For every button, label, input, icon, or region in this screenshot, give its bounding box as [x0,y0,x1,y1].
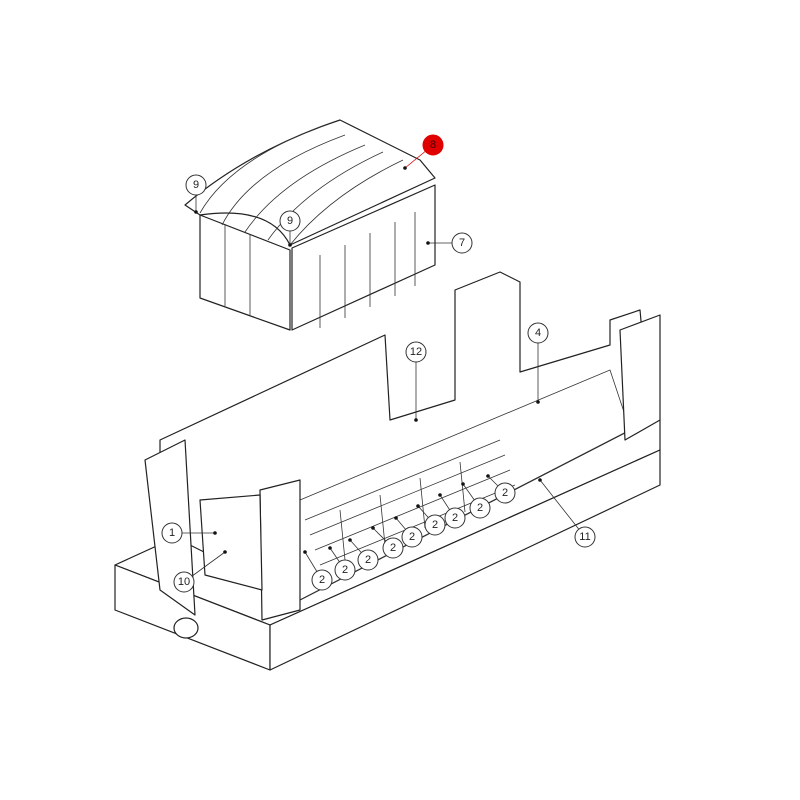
leader-dot [194,210,198,214]
callout-label: 2 [452,512,458,524]
callout-part-2[interactable]: 2 [469,497,491,519]
callout-label: 2 [502,487,508,499]
leader-dot [414,418,418,422]
leader-dot [213,531,217,535]
callout-label: 2 [390,542,396,554]
callout-part-2[interactable]: 2 [382,537,404,559]
leader-dot [536,400,540,404]
leader-dot [403,166,407,170]
leader-dot [328,546,332,550]
callout-part-2[interactable]: 2 [311,569,333,591]
callout-part-2[interactable]: 2 [494,482,516,504]
leader-dot [303,550,307,554]
callout-label: 7 [459,237,465,249]
leader-dot [438,493,442,497]
base-housing [114,271,661,671]
callout-part-2[interactable]: 2 [444,507,466,529]
leader-dot [416,504,420,508]
callout-label: 2 [409,531,415,543]
callout-label: 11 [579,531,590,543]
callout-label: 9 [287,215,293,227]
callout-label: 2 [432,519,438,531]
callout-label: 2 [477,502,483,514]
callout-label: 2 [365,554,371,566]
leader-dot [348,538,352,542]
callout-part-4[interactable]: 4 [527,322,549,344]
callout-part-12[interactable]: 12 [405,341,427,363]
leader-dot [394,516,398,520]
callout-label: 9 [193,179,199,191]
callout-label: 8 [430,139,436,151]
leader-dot [461,482,465,486]
callout-part-2[interactable]: 2 [357,549,379,571]
callout-label: 12 [410,346,422,358]
callout-part-8[interactable]: 8 [422,134,444,156]
callout-part-2[interactable]: 2 [334,559,356,581]
leader-dot [288,243,292,247]
right-wall-panel [291,184,436,331]
callout-part-10[interactable]: 10 [173,571,195,593]
leader-line [539,479,586,538]
callout-part-2[interactable]: 2 [401,526,423,548]
callout-layer: 8 9 9 7 12 4 1 10 11 2 2 2 2 2 2 2 2 2 [161,134,596,593]
arch-roof-part-8 [184,119,436,246]
leader-dot [486,474,490,478]
inlet-damper [173,617,199,639]
callout-label: 2 [319,574,325,586]
callout-part-9[interactable]: 9 [279,210,301,232]
arch-roof-assembly [184,119,436,331]
callout-label: 4 [535,327,541,339]
leader-dot [371,526,375,530]
front-right-panel [259,479,301,621]
firebox-door-area [199,494,263,591]
callout-part-1[interactable]: 1 [161,522,183,544]
callout-label: 1 [169,527,175,539]
left-wall-panel [199,214,291,331]
grate-bars [304,439,516,566]
leader-dot [223,550,227,554]
callout-part-11[interactable]: 11 [574,526,596,548]
callout-part-2[interactable]: 2 [424,514,446,536]
callout-label: 2 [342,564,348,576]
callout-part-9[interactable]: 9 [185,174,207,196]
rear-right-panel [619,314,661,441]
callout-part-7[interactable]: 7 [451,232,473,254]
leader-dot [426,241,430,245]
callout-label: 10 [178,576,190,588]
leader-dot [538,478,542,482]
